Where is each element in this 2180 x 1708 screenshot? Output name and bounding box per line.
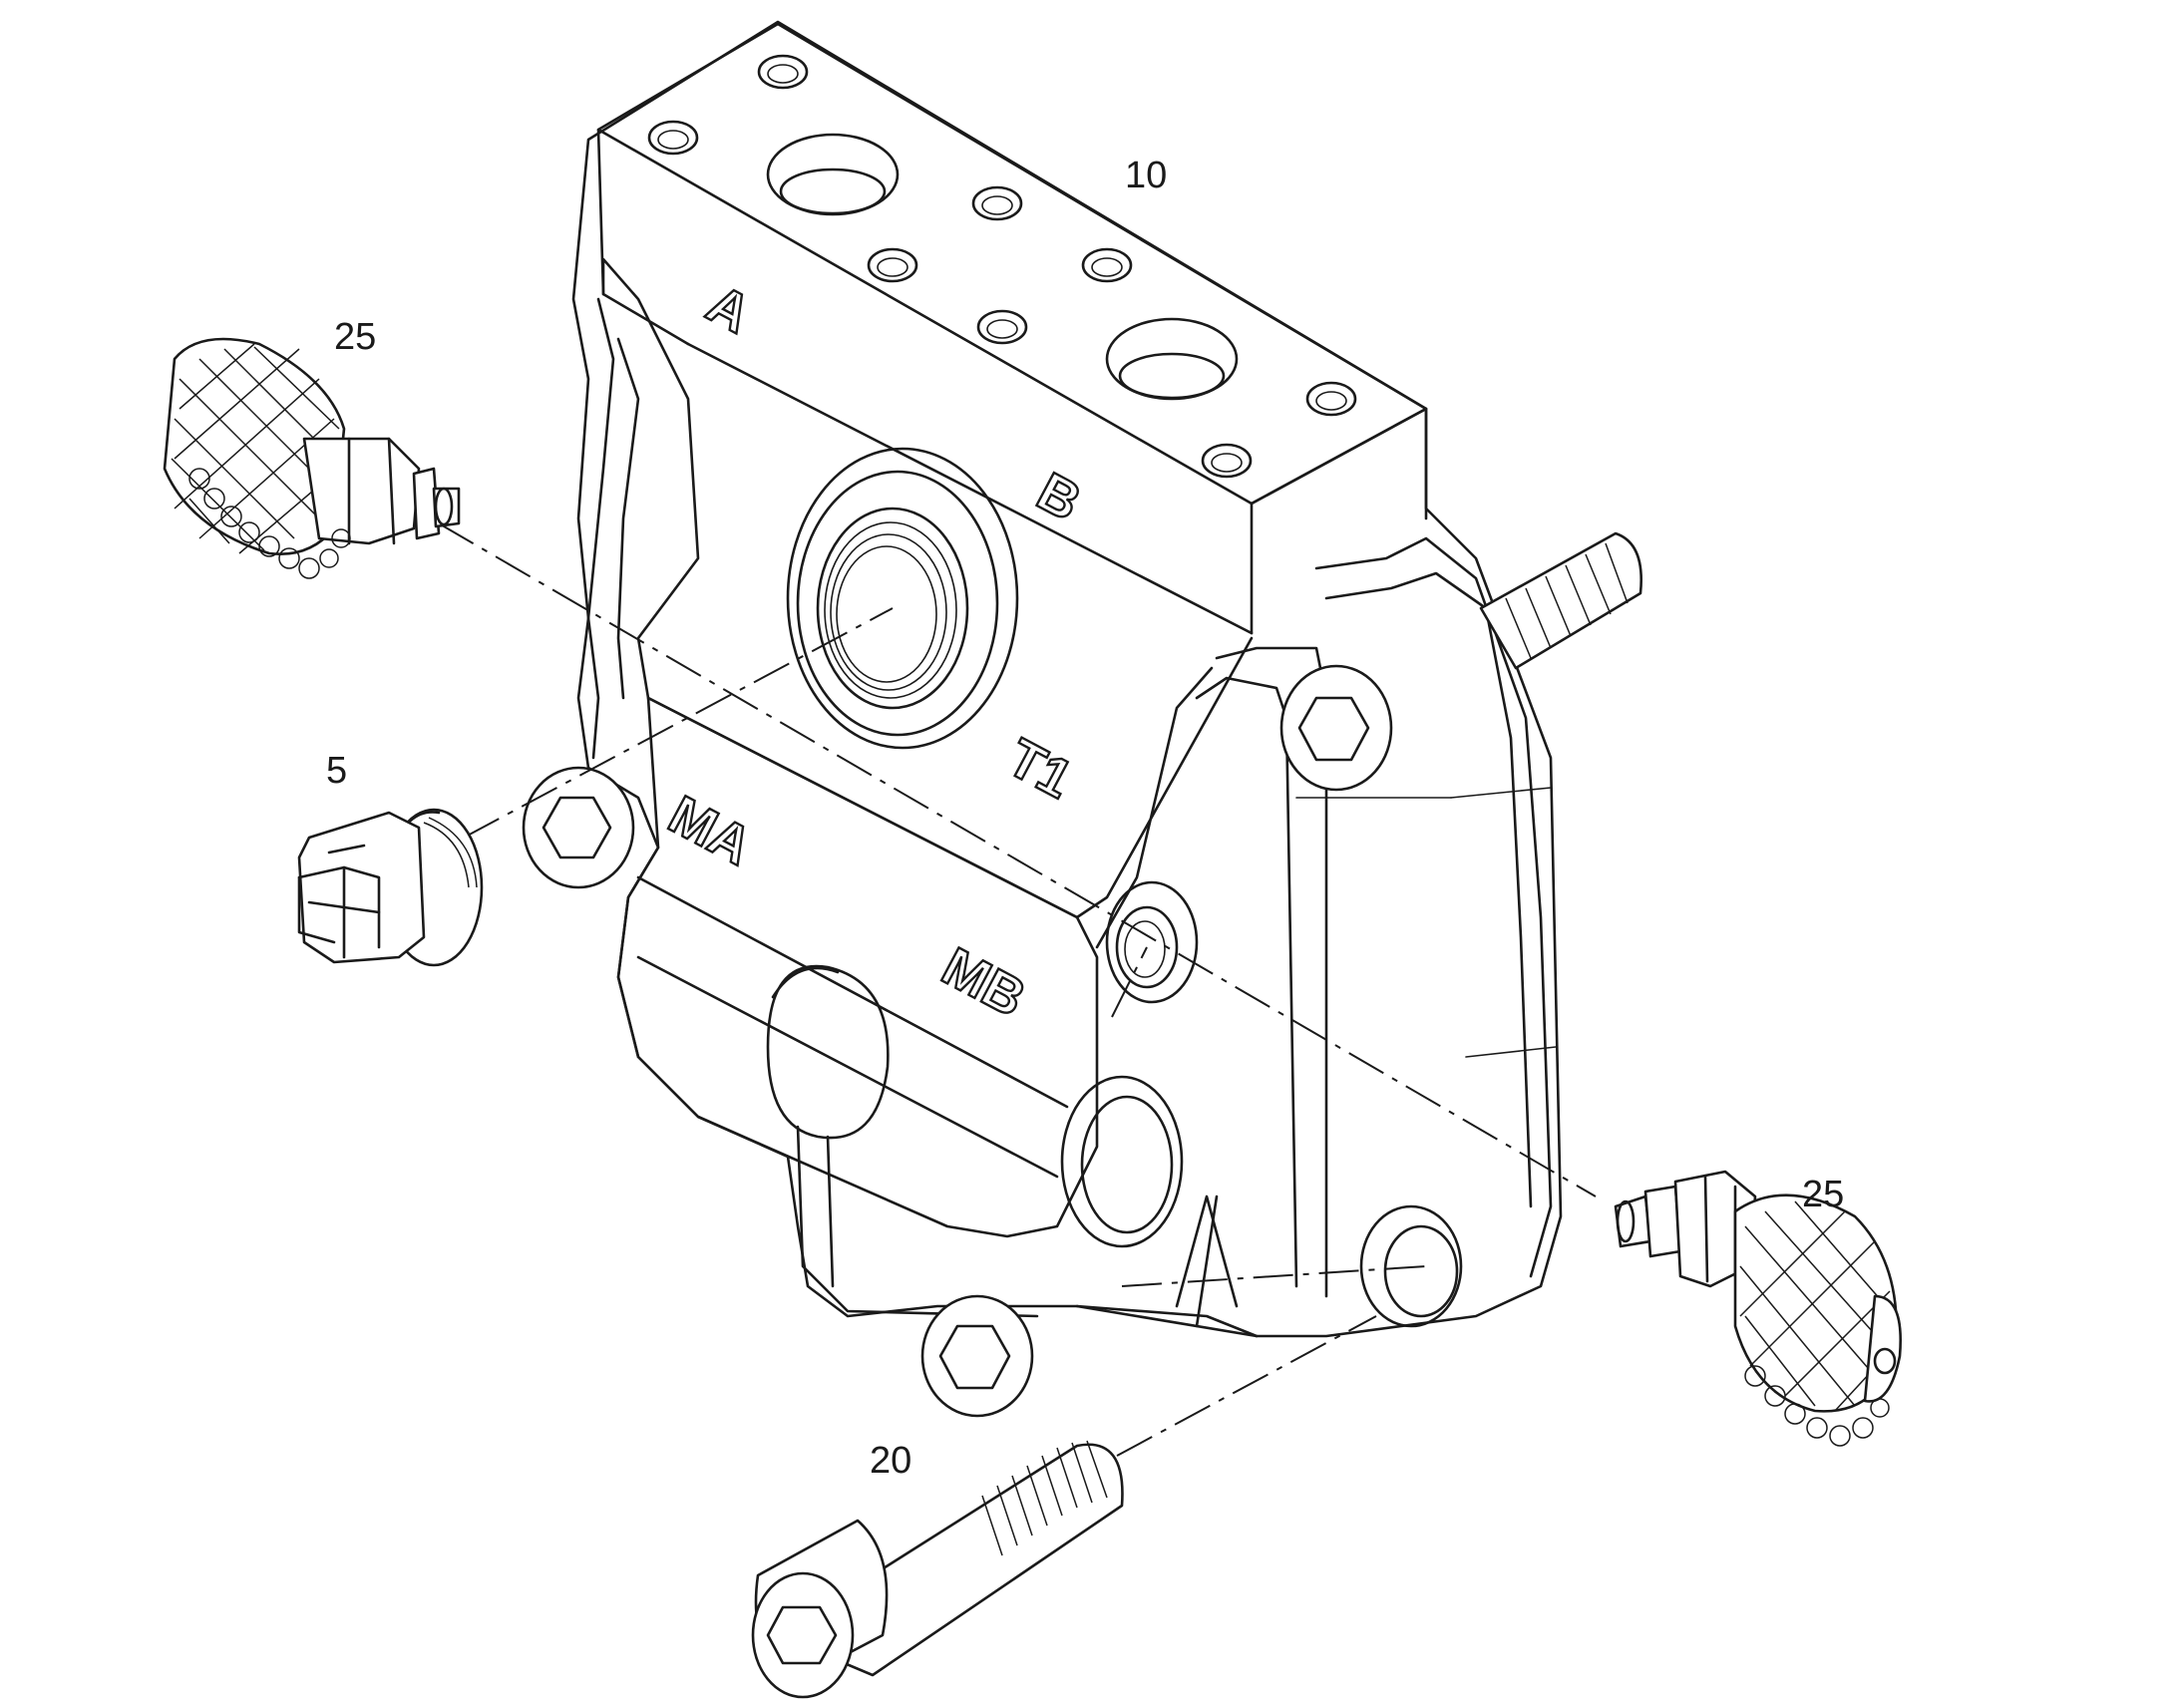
callout-25-right: 25 <box>1802 1174 1844 1215</box>
callout-20: 20 <box>870 1440 911 1482</box>
top-ports <box>647 54 1357 479</box>
callout-25-left: 25 <box>334 316 376 358</box>
lower-bore <box>1060 1075 1184 1248</box>
mounting-screws <box>522 531 1642 1418</box>
valve-block <box>571 20 1563 1338</box>
mb-port <box>1105 880 1199 1004</box>
ma-boss <box>766 964 890 1140</box>
screw-part <box>751 1440 1124 1699</box>
callout-numbers: 10 25 5 25 20 <box>326 155 1844 1482</box>
test-coupling-left <box>163 337 461 579</box>
screw-bore <box>1359 1204 1463 1328</box>
center-lines <box>438 522 1597 1457</box>
callout-10: 10 <box>1125 155 1167 196</box>
test-coupling-right <box>1614 1170 1902 1447</box>
callout-5: 5 <box>326 750 347 792</box>
plug-part <box>297 808 484 967</box>
t1-port <box>786 447 1019 750</box>
